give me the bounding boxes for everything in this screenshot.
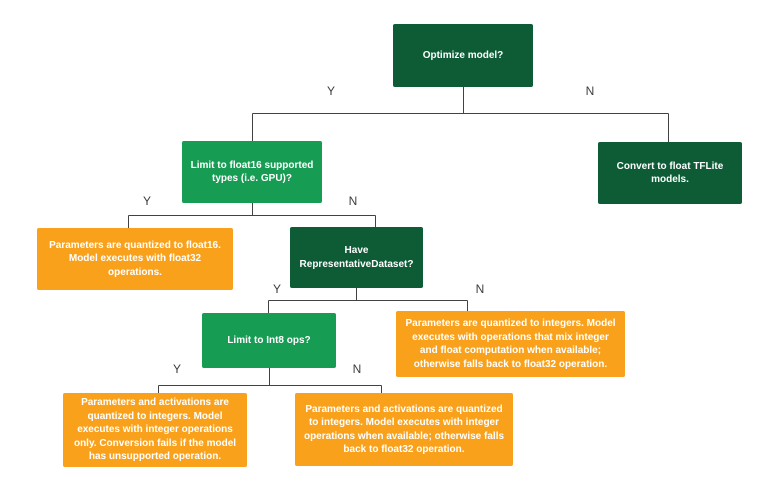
node-integer-fallback-result: Parameters and activations are quantized… <box>295 393 513 466</box>
connector-level2 <box>128 203 376 228</box>
connector-level1 <box>252 87 669 142</box>
node-have-representative-dataset-label: Have RepresentativeDataset? <box>299 245 414 270</box>
edge-label-float16-yes: Y <box>142 194 152 208</box>
node-mixed-integer-float-result: Parameters are quantized to integers. Mo… <box>396 311 625 377</box>
node-limit-int8-ops: Limit to Int8 ops? <box>202 313 336 368</box>
node-integer-only-result: Parameters and activations are quantized… <box>63 393 247 467</box>
node-limit-float16: Limit to float16 supported types (i.e. G… <box>182 141 322 203</box>
edge-label-optimize-no: N <box>585 84 595 98</box>
edge-label-int8-yes: Y <box>172 362 182 376</box>
node-float16-quantized-result-label: Parameters are quantized to float16. Mod… <box>49 239 221 278</box>
node-have-representative-dataset: Have RepresentativeDataset? <box>290 227 423 288</box>
node-limit-int8-ops-label: Limit to Int8 ops? <box>227 334 311 346</box>
node-float16-quantized-result: Parameters are quantized to float16. Mod… <box>37 228 233 290</box>
edge-label-dataset-no: N <box>475 282 485 296</box>
node-convert-float-tflite-label: Convert to float TFLite models. <box>616 160 724 186</box>
connector-level4 <box>158 368 382 393</box>
edge-label-dataset-yes: Y <box>272 282 282 296</box>
node-optimize-model: Optimize model? <box>393 24 533 87</box>
node-optimize-model-label: Optimize model? <box>422 49 504 61</box>
node-integer-only-result-label: Parameters and activations are quantized… <box>73 397 237 463</box>
edge-label-optimize-yes: Y <box>326 84 336 98</box>
node-integer-fallback-result-label: Parameters and activations are quantized… <box>303 403 505 456</box>
connector-level3 <box>268 288 468 313</box>
edge-label-int8-no: N <box>352 362 362 376</box>
edge-label-float16-no: N <box>348 194 358 208</box>
node-limit-float16-label: Limit to float16 supported types (i.e. G… <box>190 159 314 185</box>
node-convert-float-tflite: Convert to float TFLite models. <box>598 142 742 204</box>
node-mixed-integer-float-result-label: Parameters are quantized to integers. Mo… <box>405 318 616 370</box>
